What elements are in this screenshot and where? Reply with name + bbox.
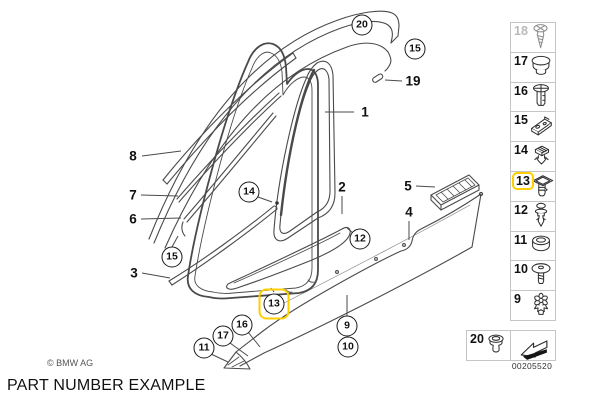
leader-lines <box>140 79 436 363</box>
callout-3[interactable]: 3 <box>130 265 138 281</box>
callout-20[interactable]: 20 <box>351 14 373 36</box>
flat-head-clip-icon <box>527 172 555 200</box>
cell-number: 20 <box>470 332 484 346</box>
dome-pin-icon <box>527 262 555 290</box>
cell-number: 11 <box>514 232 528 247</box>
star-clip-icon <box>527 292 555 320</box>
cell-number: 10 <box>514 262 528 277</box>
callout-9[interactable]: 9 <box>336 315 358 337</box>
callout-15[interactable]: 15 <box>161 246 183 268</box>
screw-icon <box>527 23 555 51</box>
square-head-clip-icon <box>527 143 555 171</box>
grommet-icon <box>532 235 550 252</box>
sidebar-cell-17[interactable]: 17 <box>510 51 556 83</box>
star-clip-icon <box>533 292 549 315</box>
cell-number: 16 <box>514 83 528 98</box>
sidebar-cell-10[interactable]: 10 <box>510 260 556 292</box>
bracket-clip-icon <box>527 113 555 141</box>
sidebar-cell-9[interactable]: 9 <box>510 290 556 321</box>
callout-17[interactable]: 17 <box>212 325 234 347</box>
sidebar-arrow-cell-wrap <box>510 330 556 361</box>
callout-14[interactable]: 14 <box>238 181 260 203</box>
cap-plug-icon <box>527 53 555 81</box>
callout-16[interactable]: 16 <box>231 314 253 336</box>
bracket-clip-icon <box>531 116 552 136</box>
callout-6[interactable]: 6 <box>129 211 137 227</box>
page-arrow-icon <box>517 333 549 360</box>
copyright-text: © BMW AG <box>47 358 94 368</box>
grommet-small-icon <box>488 334 504 352</box>
flat-head-clip-icon <box>532 175 554 197</box>
roof-trim-outer <box>148 10 400 240</box>
end-clip <box>372 73 384 83</box>
cell-number: 12 <box>514 202 528 217</box>
sidebar-cell-16[interactable]: 16 <box>510 81 556 113</box>
roof-trim-inner <box>153 20 393 244</box>
dome-pin-icon <box>531 262 551 284</box>
highlight-ring <box>258 288 290 320</box>
sidebar-cell-20[interactable]: 20 <box>466 330 511 361</box>
cell-number: 9 <box>514 292 521 307</box>
page-caption: PART NUMBER EXAMPLE <box>7 377 206 394</box>
callout-15[interactable]: 15 <box>404 38 426 60</box>
diagram-linework <box>140 10 484 370</box>
grommet-small-icon <box>482 332 510 360</box>
expanding-rivet-icon <box>533 84 549 106</box>
cell-number: 15 <box>514 113 528 128</box>
callout-2[interactable]: 2 <box>338 179 346 195</box>
expanding-rivet-icon <box>527 83 555 111</box>
screw-icon <box>533 24 548 49</box>
page-arrow-icon <box>520 339 548 360</box>
callout-19[interactable]: 19 <box>405 73 421 89</box>
sidebar-cell-15[interactable]: 15 <box>510 111 556 143</box>
fastener-sidebar: 18 17 16 15 14 13 12 11 10 9 <box>510 22 556 321</box>
callout-12[interactable]: 12 <box>349 228 371 250</box>
sidebar-cell-14[interactable]: 14 <box>510 141 556 172</box>
cell-number: 13 <box>512 171 534 190</box>
callout-13[interactable]: 13 <box>263 293 285 315</box>
sidebar-cell-11[interactable]: 11 <box>510 230 556 262</box>
diagram-code: 00205520 <box>511 361 553 371</box>
sidebar-cell-13[interactable]: 13 <box>510 170 556 202</box>
square-head-clip-icon <box>534 145 549 165</box>
cell-number: 18 <box>514 24 528 38</box>
callout-4[interactable]: 4 <box>405 204 413 220</box>
grommet-icon <box>527 232 555 260</box>
callout-10[interactable]: 10 <box>337 336 359 358</box>
callout-8[interactable]: 8 <box>129 148 137 164</box>
sidebar-bottom-left-cell-wrap: 20 <box>466 330 511 361</box>
cell-number: 17 <box>514 53 528 68</box>
callout-1[interactable]: 1 <box>361 104 369 120</box>
sidebar-cell-12[interactable]: 12 <box>510 200 556 232</box>
callout-7[interactable]: 7 <box>129 187 137 203</box>
push-pin-icon <box>527 202 555 230</box>
callout-11[interactable]: 11 <box>193 337 215 359</box>
sidebar-cell-18[interactable]: 18 <box>510 22 556 53</box>
cap-plug-icon <box>531 56 551 76</box>
push-pin-icon <box>534 202 548 227</box>
cell-number: 14 <box>514 143 528 158</box>
back-arrow-cell[interactable] <box>510 330 556 361</box>
callout-5[interactable]: 5 <box>404 178 412 194</box>
